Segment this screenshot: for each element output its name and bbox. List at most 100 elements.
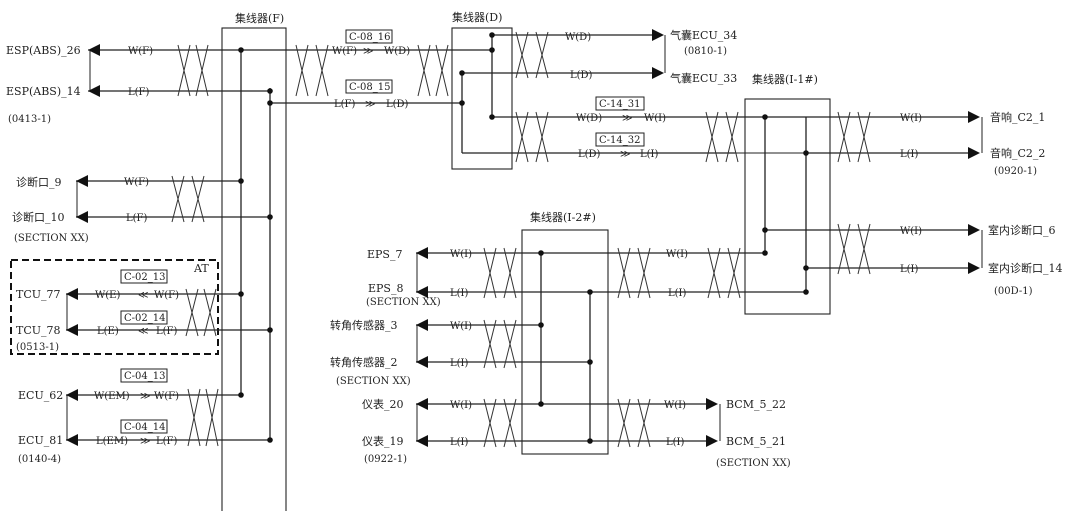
tcu78-label: TCU_78 [16, 324, 61, 337]
esp-twist-icon [177, 44, 209, 97]
indiag6-arrow-icon [968, 224, 980, 236]
c1432-label: C-14_32 [599, 135, 640, 146]
bcm-code: (SECTION XX) [716, 458, 791, 469]
eps7-label: EPS_7 [367, 248, 402, 261]
junction-dot [238, 178, 244, 184]
bcm-l-signal: L(I) [666, 437, 684, 448]
indiag-l-signal: L(I) [900, 264, 918, 275]
c0413-label: C-04_13 [124, 371, 165, 382]
c1431-conn-icon: ≫ [622, 113, 632, 124]
eps-twist-icon [483, 247, 517, 299]
di-twist-icon [515, 111, 739, 163]
junction-dot [538, 250, 544, 256]
c0413-conn-icon: ≫ [140, 391, 150, 402]
junction-dot [538, 322, 544, 328]
hub-i2-label: 集线器(I-2#) [530, 210, 596, 224]
c0213-conn-icon: ≪ [138, 290, 148, 301]
c1432-conn-icon: ≫ [620, 149, 630, 160]
fd-l-left: L(F) [334, 99, 355, 110]
c1432-box [595, 132, 645, 147]
c1431-label: C-14_31 [599, 99, 640, 110]
ecu-l-right: L(F) [156, 436, 177, 447]
di-l-right: L(I) [640, 149, 658, 160]
bcm22-arrow-icon [706, 398, 718, 410]
audio1-arrow-icon [968, 111, 980, 123]
c0815-box [345, 79, 393, 94]
diag-code: (SECTION XX) [14, 233, 89, 244]
ecu-l-left: L(EM) [96, 436, 128, 447]
ecu62-label: ECU_62 [18, 389, 63, 402]
meter19-arrow-icon [416, 435, 428, 447]
audio-w-signal: W(I) [900, 113, 922, 124]
junction-dot [267, 214, 273, 220]
at-label: AT [193, 262, 209, 275]
audio-twist-icon [837, 111, 871, 163]
diag10-arrow-icon [76, 211, 88, 223]
junction-dot [238, 47, 244, 53]
junction-dot [267, 100, 273, 106]
indiag6-label: 室内诊断口_6 [988, 223, 1056, 237]
steer-w-signal: W(I) [450, 321, 472, 332]
c0413-box [120, 368, 168, 383]
c0414-box [120, 419, 168, 434]
junction-dot [803, 150, 809, 156]
c0214-conn-icon: ≪ [138, 326, 148, 337]
eps8-label: EPS_8 [368, 282, 403, 295]
airbag33-arrow-icon [652, 67, 664, 79]
steer-l-signal: L(I) [450, 358, 468, 369]
hub-f-box [221, 27, 287, 511]
fd-l-right: L(D) [386, 99, 409, 110]
hub-f-label: 集线器(F) [235, 11, 284, 25]
steer3-arrow-icon [416, 319, 428, 331]
junction-dot [238, 291, 244, 297]
junction-dot [762, 227, 768, 233]
c0213-box [120, 269, 168, 284]
junction-dot [267, 88, 273, 94]
junction-dot [459, 70, 465, 76]
c0816-label: C-08_16 [349, 32, 390, 43]
junction-dot [587, 438, 593, 444]
c0214-box [120, 310, 168, 325]
meter-twist-icon [483, 398, 651, 448]
airbag34-arrow-icon [652, 29, 664, 41]
junction-dot [762, 250, 768, 256]
diag9-label: 诊断口_9 [16, 175, 62, 189]
tcu-w-right: W(F) [154, 290, 179, 301]
tcu-w-left: W(E) [95, 290, 120, 301]
diag-w-signal: W(F) [124, 177, 149, 188]
audio2-arrow-icon [968, 147, 980, 159]
junction-dot [803, 265, 809, 271]
c0213-label: C-02_13 [124, 272, 165, 283]
eps-w-signal: W(I) [450, 249, 472, 260]
ecu-w-right: W(F) [154, 391, 179, 402]
hub-i1-label: 集线器(I-1#) [752, 72, 818, 86]
audio1-label: 音响_C2_1 [990, 110, 1045, 124]
c1431-box [595, 96, 645, 111]
audio2-label: 音响_C2_2 [990, 146, 1045, 160]
meter20-label: 仪表_20 [362, 397, 404, 411]
hub-d-label: 集线器(D) [452, 10, 502, 24]
tcu77-arrow-icon [66, 288, 78, 300]
c0815-conn-icon: ≫ [365, 99, 375, 110]
tcu-twist-icon [185, 288, 217, 337]
di-l-left: L(D) [578, 149, 601, 160]
diag10-label: 诊断口_10 [12, 210, 65, 224]
junction-dot [267, 327, 273, 333]
meter-l-signal: L(I) [450, 437, 468, 448]
meter19-label: 仪表_19 [362, 434, 404, 448]
junction-dot [238, 392, 244, 398]
ecu62-arrow-icon [66, 389, 78, 401]
junction-dot [489, 47, 495, 53]
steer3-label: 转角传感器_3 [330, 318, 398, 332]
c0414-label: C-04_14 [124, 422, 165, 433]
airbag-l-signal: L(D) [570, 70, 593, 81]
steer2-label: 转角传感器_2 [330, 355, 398, 369]
airbag-code: (0810-1) [684, 46, 727, 57]
at-group-box [10, 259, 219, 355]
meter20-arrow-icon [416, 398, 428, 410]
tcu78-arrow-icon [66, 324, 78, 336]
ecu-twist-icon [187, 388, 219, 447]
ecu81-arrow-icon [66, 434, 78, 446]
